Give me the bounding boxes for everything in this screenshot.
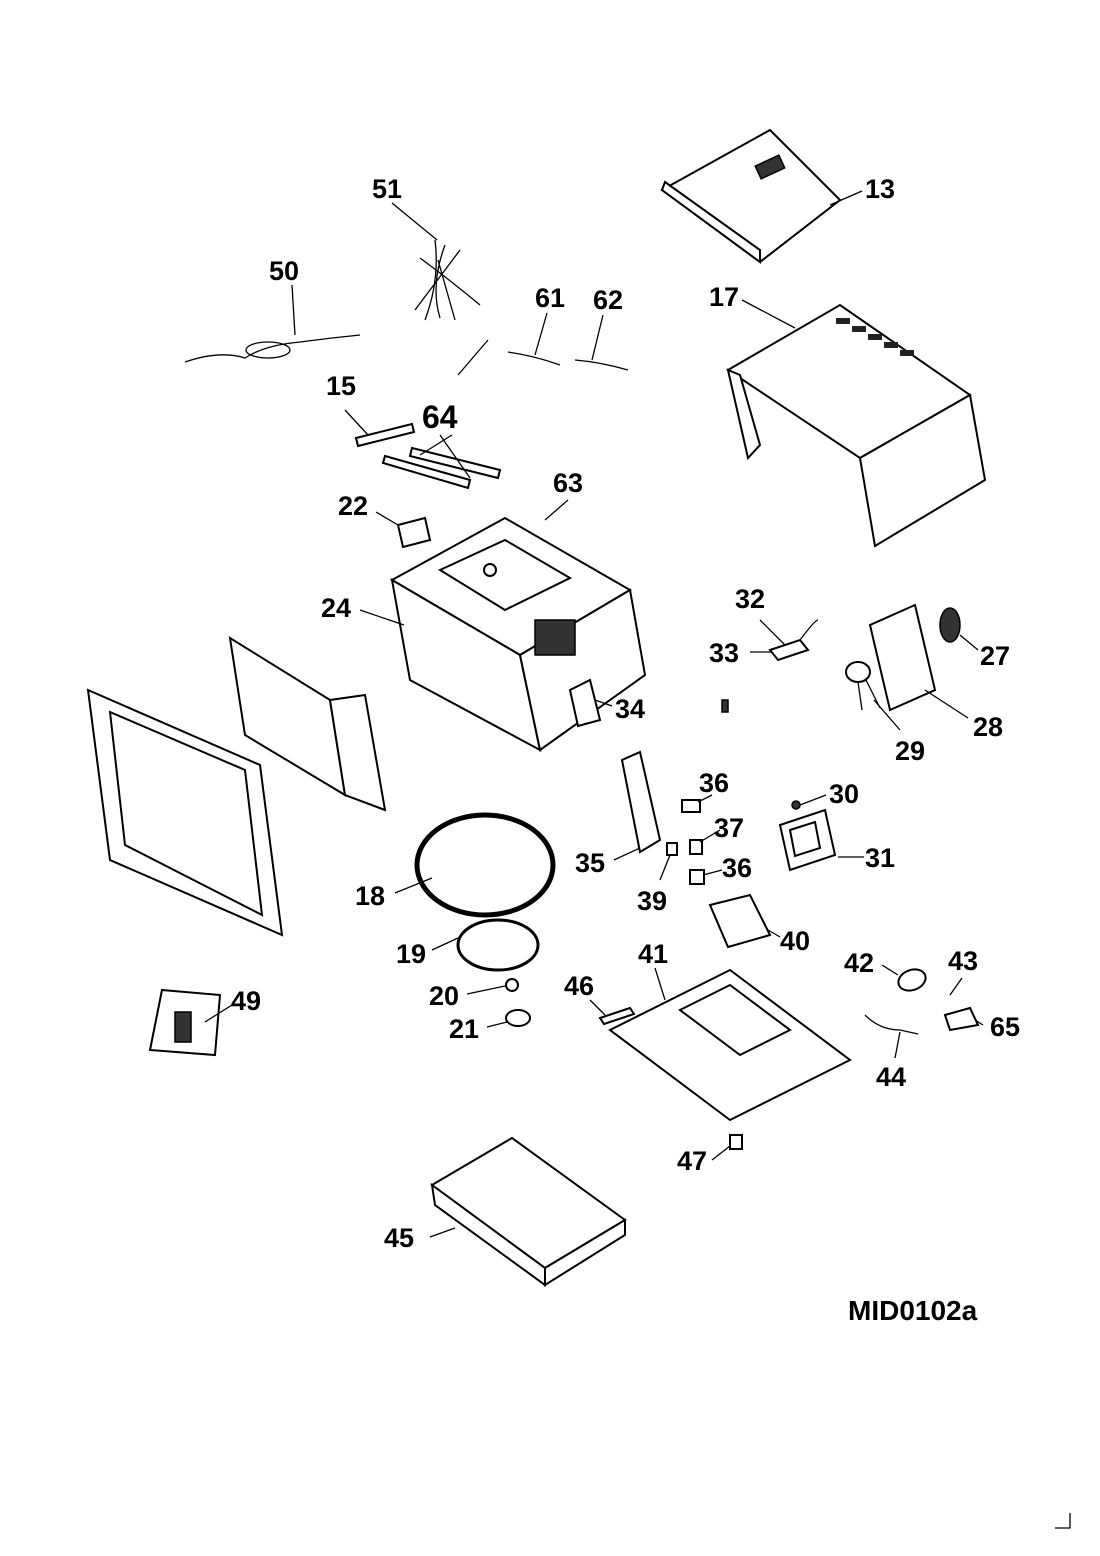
drawing-code: MID0102a	[848, 1295, 978, 1326]
part-door-panel	[228, 636, 387, 812]
label-22: 22	[338, 491, 368, 521]
label-46: 46	[564, 971, 594, 1001]
label-18: 18	[355, 881, 385, 911]
label-33: 33	[709, 638, 739, 668]
label-39: 39	[637, 886, 667, 916]
label-35: 35	[575, 848, 605, 878]
label-61: 61	[535, 283, 565, 313]
part-51-wire-harness	[391, 202, 489, 376]
part-17-outer-case	[726, 299, 987, 548]
label-24: 24	[321, 593, 351, 623]
part-19-roller-ring	[431, 918, 540, 972]
part-40-capacitor	[708, 893, 781, 949]
label-62: 62	[593, 285, 623, 315]
label-47: 47	[677, 1146, 707, 1176]
label-15: 15	[326, 371, 356, 401]
label-31: 31	[865, 843, 895, 873]
part-30-31-transformer	[778, 794, 864, 872]
part-door-frame	[86, 688, 284, 937]
part-labels: 51 13 50 61 62 17 15 64 63 22 24 32 33 2…	[231, 174, 1020, 1326]
label-45: 45	[384, 1223, 414, 1253]
part-22-cover-plate	[375, 511, 432, 549]
label-40: 40	[780, 926, 810, 956]
label-21: 21	[449, 1014, 479, 1044]
corner-mark	[1055, 1513, 1071, 1529]
label-44: 44	[876, 1062, 906, 1092]
label-30: 30	[829, 779, 859, 809]
part-36-37-39-switches	[659, 699, 729, 885]
part-13-top-cover	[660, 128, 863, 264]
label-43: 43	[948, 946, 978, 976]
label-50: 50	[269, 256, 299, 286]
label-17: 17	[709, 282, 739, 312]
label-63: 63	[553, 468, 583, 498]
label-37: 37	[714, 813, 744, 843]
label-28: 28	[973, 712, 1003, 742]
label-34: 34	[615, 694, 645, 724]
label-19: 19	[396, 939, 426, 969]
label-13: 13	[865, 174, 895, 204]
label-20: 20	[429, 981, 459, 1011]
label-65: 65	[990, 1012, 1020, 1042]
label-49: 49	[231, 986, 261, 1016]
part-34-35-brackets	[568, 678, 662, 861]
label-64: 64	[422, 399, 458, 435]
part-20-21-coupler-motor	[466, 978, 531, 1028]
part-42-43-44-65-components	[864, 964, 984, 1059]
part-46-bracket	[589, 999, 636, 1026]
part-15-64-brackets	[344, 409, 502, 490]
label-29: 29	[895, 736, 925, 766]
part-61-62-wires	[507, 312, 629, 371]
label-41: 41	[638, 939, 668, 969]
label-36b: 36	[722, 853, 752, 883]
part-49-hinge	[148, 988, 233, 1057]
part-27-28-29-fan-assembly	[845, 603, 979, 731]
label-42: 42	[844, 948, 874, 978]
part-45-tray	[429, 1136, 627, 1287]
label-51: 51	[372, 174, 402, 204]
part-24-oven-cavity	[359, 499, 647, 752]
part-41-base-plate	[608, 967, 852, 1122]
part-47-foot	[711, 1134, 743, 1161]
label-36: 36	[699, 768, 729, 798]
part-50-power-cord	[184, 284, 361, 363]
label-32: 32	[735, 584, 765, 614]
label-27: 27	[980, 641, 1010, 671]
part-32-33-thermostat	[750, 619, 819, 662]
part-18-glass-turntable	[394, 812, 556, 918]
